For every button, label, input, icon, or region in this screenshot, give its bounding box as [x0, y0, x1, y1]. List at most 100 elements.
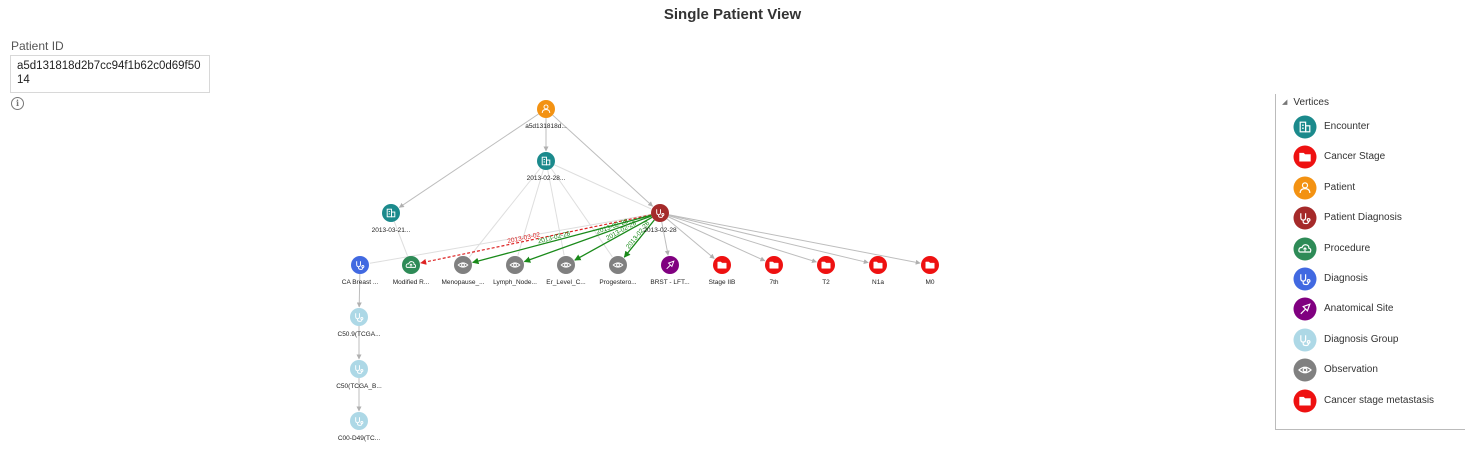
graph-node-dg3[interactable]: C00-D49(TC... [338, 412, 380, 442]
pin-icon [1293, 297, 1317, 321]
legend-header[interactable]: ◢Vertices [1282, 97, 1329, 108]
graph-node-n1a[interactable]: N1a [869, 256, 887, 286]
graph-node-obs1[interactable]: Menopause_... [441, 256, 485, 286]
info-icon[interactable]: i [11, 97, 24, 110]
node-label: Menopause_... [441, 279, 484, 286]
stethoscope-icon [355, 365, 364, 374]
folder-icon [717, 261, 727, 269]
stethoscope-icon [356, 261, 365, 270]
patient-graph[interactable]: 2013-03-022013-02-282013-02-282013-02-28… [0, 0, 1260, 449]
legend-label: Cancer Stage [1324, 151, 1386, 163]
graph-edge-pdiag-obs3[interactable] [574, 216, 653, 261]
graph-node-obs4[interactable]: Progestero... [599, 256, 637, 286]
graph-node-site[interactable]: BRST - LFT... [650, 256, 690, 286]
graph-edge-enc2-proc[interactable] [393, 221, 408, 256]
stethoscope-icon [355, 313, 364, 322]
graph-edge-enc1-pdiag[interactable] [553, 164, 652, 210]
graph-node-proc[interactable]: Modified R... [393, 256, 430, 286]
graph-edge-pdiag-m0[interactable] [668, 214, 921, 265]
node-circle[interactable] [506, 256, 524, 274]
cloud-icon [1293, 237, 1317, 261]
building-icon [541, 156, 551, 166]
node-circle[interactable] [382, 204, 400, 222]
graph-node-pdiag[interactable]: 2013-02-28 [643, 204, 677, 234]
graph-node-patient[interactable]: a5d131818d... [525, 100, 567, 130]
graph-node-obs2[interactable]: Lymph_Node... [493, 256, 537, 286]
graph-node-enc1[interactable]: 2013-02-28... [527, 152, 566, 182]
graph-edge-enc1-obs1[interactable] [468, 167, 541, 258]
building-icon [386, 208, 396, 218]
node-label: T2 [822, 279, 830, 286]
legend-label: Anatomical Site [1324, 303, 1394, 315]
graph-node-t2[interactable]: T2 [817, 256, 835, 286]
collapse-triangle-icon[interactable]: ◢ [1282, 99, 1288, 106]
pin-icon [666, 260, 675, 270]
folder-icon [769, 261, 779, 269]
graph-edge-pdiag-obs1[interactable] [472, 214, 652, 265]
graph-edge-pdiag-site[interactable] [661, 221, 670, 256]
graph-edge-pdiag-stage[interactable] [666, 218, 715, 259]
node-label: 7th [769, 279, 778, 286]
graph-edge-enc1-obs3[interactable] [547, 169, 565, 256]
graph-node-dg2[interactable]: C50(TCGA_B... [336, 360, 382, 390]
legend-label: Patient Diagnosis [1324, 212, 1402, 224]
graph-node-obs3[interactable]: Er_Level_C... [546, 256, 586, 286]
node-label: CA Breast ... [342, 279, 379, 286]
patient-id-input[interactable]: a5d131818d2b7cc94f1b62c0d69f5014 [10, 55, 210, 93]
node-label: Progestero... [599, 279, 636, 286]
stethoscope-icon [656, 209, 665, 218]
graph-edge-patient-enc2[interactable] [398, 113, 539, 208]
graph-edge-pdiag-diag[interactable] [369, 214, 652, 264]
graph-edge-patient-pdiag[interactable] [552, 114, 653, 207]
graph-node-diag[interactable]: CA Breast ... [342, 256, 379, 286]
graph-edge-pdiag-n1a[interactable] [668, 214, 869, 265]
node-label: Lymph_Node... [493, 279, 537, 286]
node-label: C50.9(TCGA... [338, 331, 381, 338]
cloud-icon [405, 261, 417, 268]
node-label: C50(TCGA_B... [336, 383, 382, 390]
node-circle[interactable] [454, 256, 472, 274]
graph-node-stage[interactable]: Stage IIB [709, 256, 736, 286]
node-label: 2013-02-28... [527, 175, 566, 182]
node-label: 2013-03-21... [372, 227, 411, 234]
legend-label: Encounter [1324, 121, 1370, 132]
graph-edge-diag-dg1[interactable] [356, 273, 362, 308]
graph-node-dg1[interactable]: C50.9(TCGA... [338, 308, 381, 338]
folder-icon [873, 261, 883, 269]
node-label: 2013-02-28 [643, 227, 677, 234]
eye-icon [457, 262, 469, 268]
node-label: Modified R... [393, 279, 430, 286]
graph-edge-pdiag-proc[interactable] [420, 214, 652, 265]
node-label: N1a [872, 279, 884, 286]
graph-edge-pdiag-t2[interactable] [668, 215, 817, 264]
edge-label: 2013-02-28 [537, 230, 571, 245]
eye-icon [560, 262, 572, 268]
node-label: Stage IIB [709, 279, 736, 286]
graph-edge-pdiag-obs2[interactable] [523, 215, 652, 263]
stethoscope-icon [1293, 328, 1317, 352]
graph-node-m0[interactable]: M0 [921, 256, 939, 286]
node-label: M0 [925, 279, 934, 286]
person-icon [1293, 176, 1317, 200]
graph-node-ed[interactable]: 7th [765, 256, 783, 286]
graph-edge-pdiag-ed[interactable] [667, 216, 766, 262]
graph-edge-enc1-obs4[interactable] [550, 168, 613, 258]
folder-icon [925, 261, 935, 269]
stethoscope-icon [1293, 206, 1317, 230]
folder-icon [821, 261, 831, 269]
node-label: a5d131818d... [525, 123, 567, 130]
node-circle[interactable] [557, 256, 575, 274]
node-circle[interactable] [609, 256, 627, 274]
node-label: Er_Level_C... [546, 279, 586, 286]
graph-edge-pdiag-obs4[interactable] [623, 219, 655, 258]
graph-node-enc2[interactable]: 2013-03-21... [372, 204, 411, 234]
legend-label: Cancer stage metastasis [1324, 394, 1435, 406]
stethoscope-icon [1293, 267, 1317, 291]
edges-layer: 2013-03-022013-02-282013-02-282013-02-28… [356, 113, 921, 412]
eye-icon [1293, 358, 1317, 382]
graph-edge-enc1-obs2[interactable] [517, 169, 544, 256]
person-icon [541, 104, 551, 114]
stethoscope-icon [355, 417, 364, 426]
patient-id-label: Patient ID [11, 39, 64, 53]
